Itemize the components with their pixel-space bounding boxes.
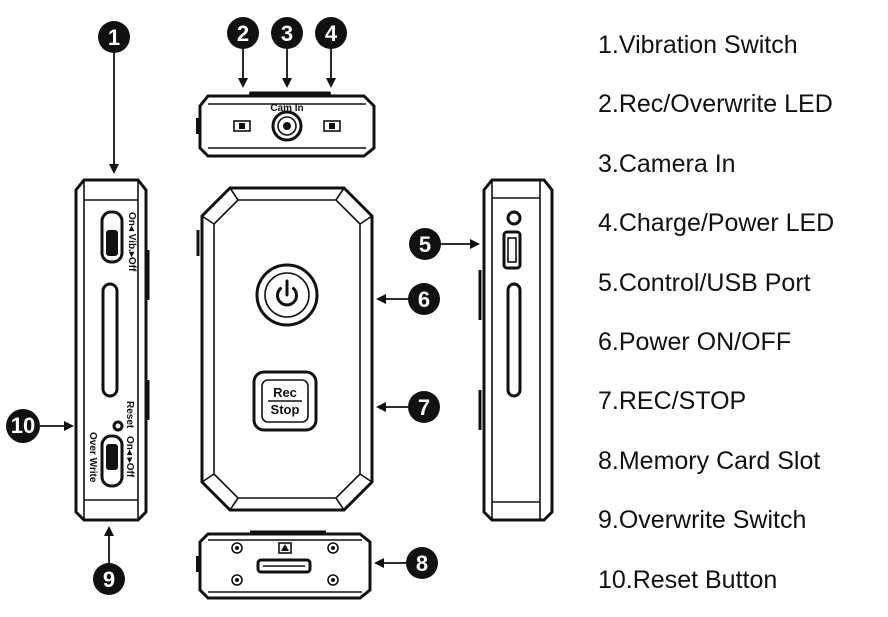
svg-text:5: 5 xyxy=(419,232,431,257)
callout-2: 2 xyxy=(227,17,259,49)
callout-6: 6 xyxy=(408,283,440,315)
rec-overwrite-led xyxy=(233,120,251,132)
callout-3: 3 xyxy=(271,17,303,49)
callout-9: 9 xyxy=(93,563,125,595)
rec-stop-button[interactable]: Rec Stop xyxy=(252,370,318,432)
svg-text:2: 2 xyxy=(237,21,249,46)
callout-1: 1 xyxy=(98,21,130,53)
charge-power-led xyxy=(323,120,341,132)
front-view: Rec Stop xyxy=(196,186,374,512)
over-write-label: Over Write xyxy=(87,432,98,483)
legend-item-vibration-switch: 1.Vibration Switch xyxy=(598,31,798,59)
right-side-slot xyxy=(506,282,522,398)
legend-item-memory-card-slot: 8.Memory Card Slot xyxy=(598,446,821,475)
svg-text:3: 3 xyxy=(281,21,293,46)
legend-item-control-usb-port: 5.Control/USB Port xyxy=(598,268,811,297)
reset-button[interactable] xyxy=(112,420,124,432)
svg-text:9: 9 xyxy=(103,567,115,592)
svg-text:6: 6 xyxy=(418,287,430,312)
bottom-view xyxy=(196,530,372,600)
legend-item-power-on-off: 6.Power ON/OFF xyxy=(598,327,792,356)
camera-in-port xyxy=(271,110,303,142)
callout-5: 5 xyxy=(409,228,441,260)
sd-card-icon xyxy=(281,544,289,551)
cam-in-label: Cam In xyxy=(270,103,303,114)
callout-7: 7 xyxy=(408,391,440,423)
stop-label: Stop xyxy=(271,402,300,417)
callout-10: 10 xyxy=(6,409,40,443)
legend-item-overwrite-switch: 9.Overwrite Switch xyxy=(598,506,807,535)
right-side-led xyxy=(506,210,522,226)
legend-item-camera-in: 3.Camera In xyxy=(598,149,736,178)
memory-card-slot-side xyxy=(101,282,119,398)
svg-text:1: 1 xyxy=(108,25,120,50)
vibration-switch-label: On◂ Vib.▸Off xyxy=(126,212,137,272)
power-button[interactable] xyxy=(255,263,319,327)
svg-text:7: 7 xyxy=(418,395,430,420)
memory-card-slot[interactable] xyxy=(256,558,312,574)
callout-4: 4 xyxy=(315,17,347,49)
vibration-switch[interactable] xyxy=(100,210,124,264)
legend-item-rec-stop: 7.REC/STOP xyxy=(598,387,747,416)
svg-text:8: 8 xyxy=(416,551,428,576)
legend-item-rec-overwrite-led: 2.Rec/Overwrite LED xyxy=(598,90,833,119)
overwrite-switch[interactable] xyxy=(100,434,124,488)
rec-label: Rec xyxy=(273,385,297,400)
right-side-view xyxy=(478,178,554,522)
overwrite-on-off-label: On◂ ▸Off xyxy=(124,436,135,478)
legend-item-reset-button: 10.Reset Button xyxy=(598,565,778,594)
svg-text:4: 4 xyxy=(325,21,338,46)
reset-label: Reset xyxy=(124,401,135,429)
legend-list: 1.Vibration Switch 2.Rec/Overwrite LED 3… xyxy=(598,22,883,616)
svg-text:10: 10 xyxy=(11,413,35,438)
callout-8: 8 xyxy=(406,547,438,579)
callout-arrows xyxy=(40,48,480,568)
left-side-view: On◂ Vib.▸Off Reset On◂ ▸Off Over Write xyxy=(74,178,150,522)
top-view: Cam In xyxy=(196,91,376,158)
control-usb-port[interactable] xyxy=(502,230,522,270)
power-icon xyxy=(276,279,298,307)
legend-item-charge-power-led: 4.Charge/Power LED xyxy=(598,209,835,238)
